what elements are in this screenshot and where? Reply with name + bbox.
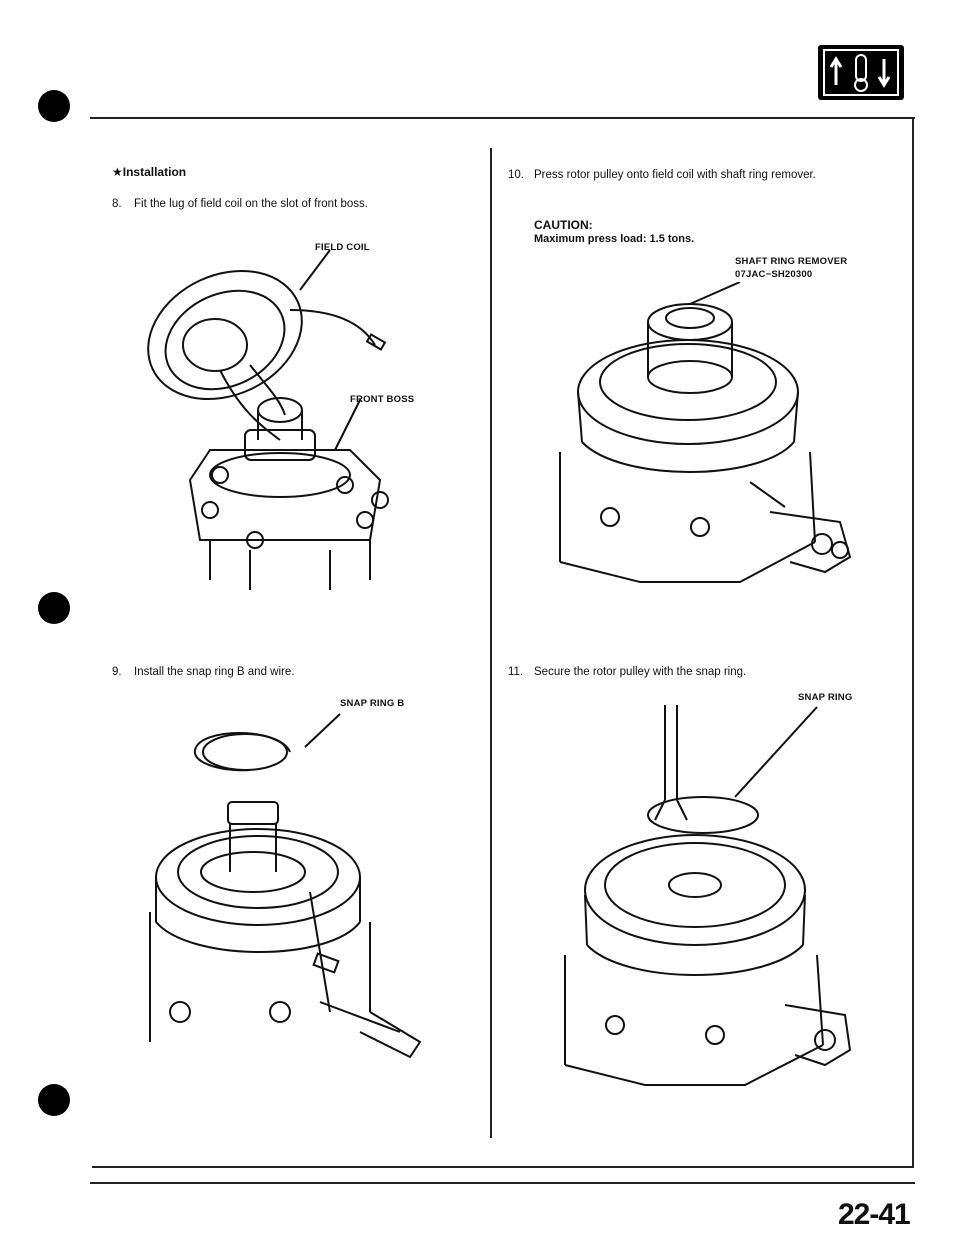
tool-number: 07JAC−SH20300 [735,269,813,280]
tool-name: SHAFT RING REMOVER [735,256,848,267]
snap-ring-b-illustration [140,712,440,1072]
binder-hole [38,592,70,624]
step-text: Install the snap ring B and wire. [134,666,295,678]
page-number: 22-41 [838,1198,911,1231]
caution-text: Maximum press load: 1.5 tons. [534,233,695,245]
caution-title: CAUTION: [534,218,593,232]
snap-ring-install-illustration [555,705,855,1105]
rotor-pulley-press-illustration [540,282,870,602]
step-number: 9. [112,666,122,678]
ac-thermometer-arrows-icon [823,49,899,96]
section-heading: ★Installation [112,165,187,179]
callout-snap-ring: SNAP RING [798,692,853,703]
step-10: 10. Press rotor pulley onto field coil wi… [508,168,893,183]
section-tab-icon [818,45,904,100]
column-divider [490,148,492,1138]
step-number: 11. [508,666,524,678]
step-number: 8. [112,198,122,210]
callout-front-boss: FRONT BOSS [350,394,415,405]
footer-rule [90,1182,915,1184]
content-frame [92,118,914,1168]
step-text: Secure the rotor pulley with the snap ri… [534,666,747,678]
step-9: 9. Install the snap ring B and wire. [112,665,472,680]
binder-hole [38,90,70,122]
callout-snap-ring-b: SNAP RING B [340,698,405,709]
step-8: 8. Fit the lug of field coil on the slot … [112,197,472,212]
step-11: 11. Secure the rotor pulley with the snap… [508,665,893,680]
field-coil-front-boss-illustration [130,250,450,600]
header-rule [90,117,915,119]
step-text: Fit the lug of field coil on the slot of… [134,198,368,210]
binder-hole [38,1084,70,1116]
callout-shaft-ring-remover: SHAFT RING REMOVER 07JAC−SH20300 [735,255,847,281]
step-number: 10. [508,169,524,181]
step-text: Press rotor pulley onto field coil with … [534,169,816,181]
callout-field-coil: FIELD COIL [315,242,370,253]
